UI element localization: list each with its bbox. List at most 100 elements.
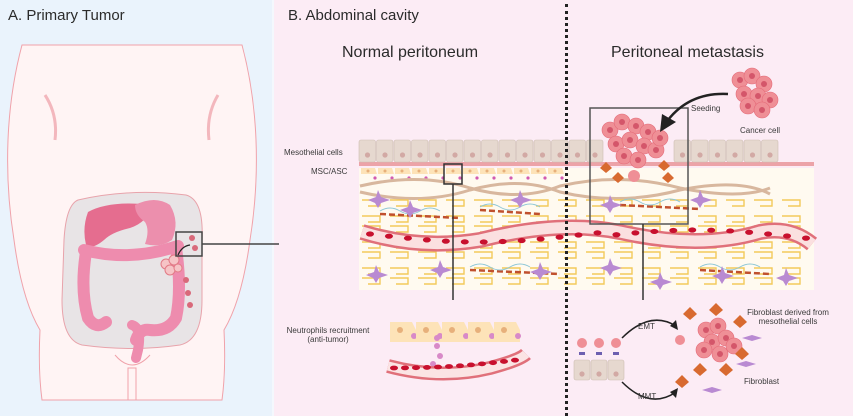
red-blood-cell (783, 233, 792, 239)
msc-nucleus (451, 169, 455, 173)
cell-nucleus (522, 152, 528, 158)
red-blood-cells (366, 227, 810, 245)
mesothelial-cell (393, 139, 411, 163)
red-blood-cell (384, 233, 393, 239)
red-blood-cell (445, 364, 453, 369)
caf-cell (719, 363, 733, 376)
normal-peritoneum-heading: Normal peritoneum (342, 44, 479, 61)
adipose-fiber (642, 251, 661, 259)
adipose-fiber (390, 251, 409, 259)
fibroblast-cell (430, 260, 452, 278)
msc-nucleus (502, 169, 506, 173)
cell-nucleus (714, 152, 721, 158)
caf-cell (709, 303, 723, 316)
red-blood-cell (612, 232, 621, 238)
red-blood-cell (745, 229, 754, 235)
adipose-fiber (614, 241, 633, 249)
fibroblast-cell (702, 387, 722, 393)
cancer-nucleus (731, 343, 737, 349)
msc-nucleus (417, 169, 421, 173)
red-blood-cell (536, 236, 545, 242)
adipose-fiber (726, 251, 745, 259)
red-blood-cell (441, 238, 450, 244)
red-blood-cell (422, 237, 431, 243)
cell-nucleus (613, 371, 619, 377)
mesothelial-cell (358, 139, 376, 163)
neutrophil-dot (390, 176, 394, 180)
adipose-fiber (754, 215, 773, 223)
panel-divider-dotted (565, 4, 568, 416)
adipose-fiber (782, 199, 801, 207)
cancer-nucleus (709, 339, 715, 345)
adipose-fiber (418, 277, 437, 285)
adipose-fiber (586, 277, 605, 285)
label-mmt: MMT (638, 392, 657, 401)
adipose-fiber (670, 251, 689, 259)
mesothelial-cell (708, 139, 726, 163)
adhesion-molecule (579, 352, 585, 355)
neutrophil (430, 361, 436, 367)
collagen-fiber (359, 182, 771, 201)
fibroblast-cell (690, 190, 712, 208)
net-strand (699, 263, 761, 271)
seeding-arrowhead (660, 114, 676, 132)
fibroblast-cell (368, 190, 390, 208)
adipose-fiber (446, 251, 465, 259)
mesothelial-cell (551, 139, 569, 163)
mesothelial-cell (761, 139, 779, 163)
migrating-cancer-cell (675, 335, 685, 345)
seeded-cancer-cluster (600, 113, 674, 183)
stomach (135, 200, 176, 246)
red-blood-cell (802, 235, 810, 241)
neutrophil-dot (475, 176, 479, 180)
adipose-fiber (754, 241, 773, 249)
fibroblast-cell (736, 361, 756, 367)
neutrophil-dot (526, 176, 530, 180)
msc-nucleus (423, 327, 429, 333)
cell-nucleus (579, 371, 585, 377)
cancer-nucleus (619, 119, 625, 125)
seeding-arrow (667, 92, 729, 121)
neutrophil (463, 333, 469, 339)
cancer-nucleus (635, 157, 641, 163)
msc-nucleus (434, 169, 438, 173)
neutrophil (489, 333, 495, 339)
adipose-fiber (670, 277, 689, 285)
cancer-cell-cluster (731, 67, 779, 119)
red-blood-cell (390, 365, 398, 371)
mesothelial-cell (516, 139, 534, 163)
fibrin-strand (379, 212, 461, 220)
neutrophil (411, 333, 417, 339)
msc-cell (442, 322, 468, 342)
cell-nucleus (487, 152, 493, 158)
neutrophil-dot (509, 176, 513, 180)
cancer-nucleus (613, 141, 619, 147)
adipose-fiber (670, 267, 689, 275)
adipose-fiber (390, 267, 409, 275)
red-blood-cell (401, 365, 409, 371)
msc-nucleus (366, 169, 370, 173)
cell-nucleus (434, 152, 441, 158)
caf-cell (693, 363, 707, 376)
fibrin-strand (479, 208, 541, 216)
caf-cell (658, 160, 670, 171)
red-blood-cell (517, 237, 526, 244)
label-fibroblast-derived-line2: mesothelial cells (758, 317, 818, 326)
msc-nucleus (519, 169, 523, 173)
fibroblast-cell (650, 272, 672, 290)
adhesion-molecule (613, 352, 619, 355)
msc-cell (468, 322, 494, 342)
neutrophil (515, 333, 521, 339)
fibroblast-cell (712, 266, 734, 284)
red-blood-cell (479, 239, 488, 245)
adhering-cancer-cell (577, 338, 587, 348)
groin-contour (114, 354, 151, 366)
adipose-fiber (754, 251, 773, 259)
fibroblast-cell (600, 258, 622, 276)
label-fibroblast-derived-line1: Fibroblast derived from (747, 308, 829, 317)
adipose-fiber (390, 199, 409, 207)
caf-cell (612, 172, 624, 183)
adipose-fiber (698, 215, 717, 223)
red-blood-cell (726, 228, 735, 234)
cancer-nucleus (657, 135, 663, 141)
